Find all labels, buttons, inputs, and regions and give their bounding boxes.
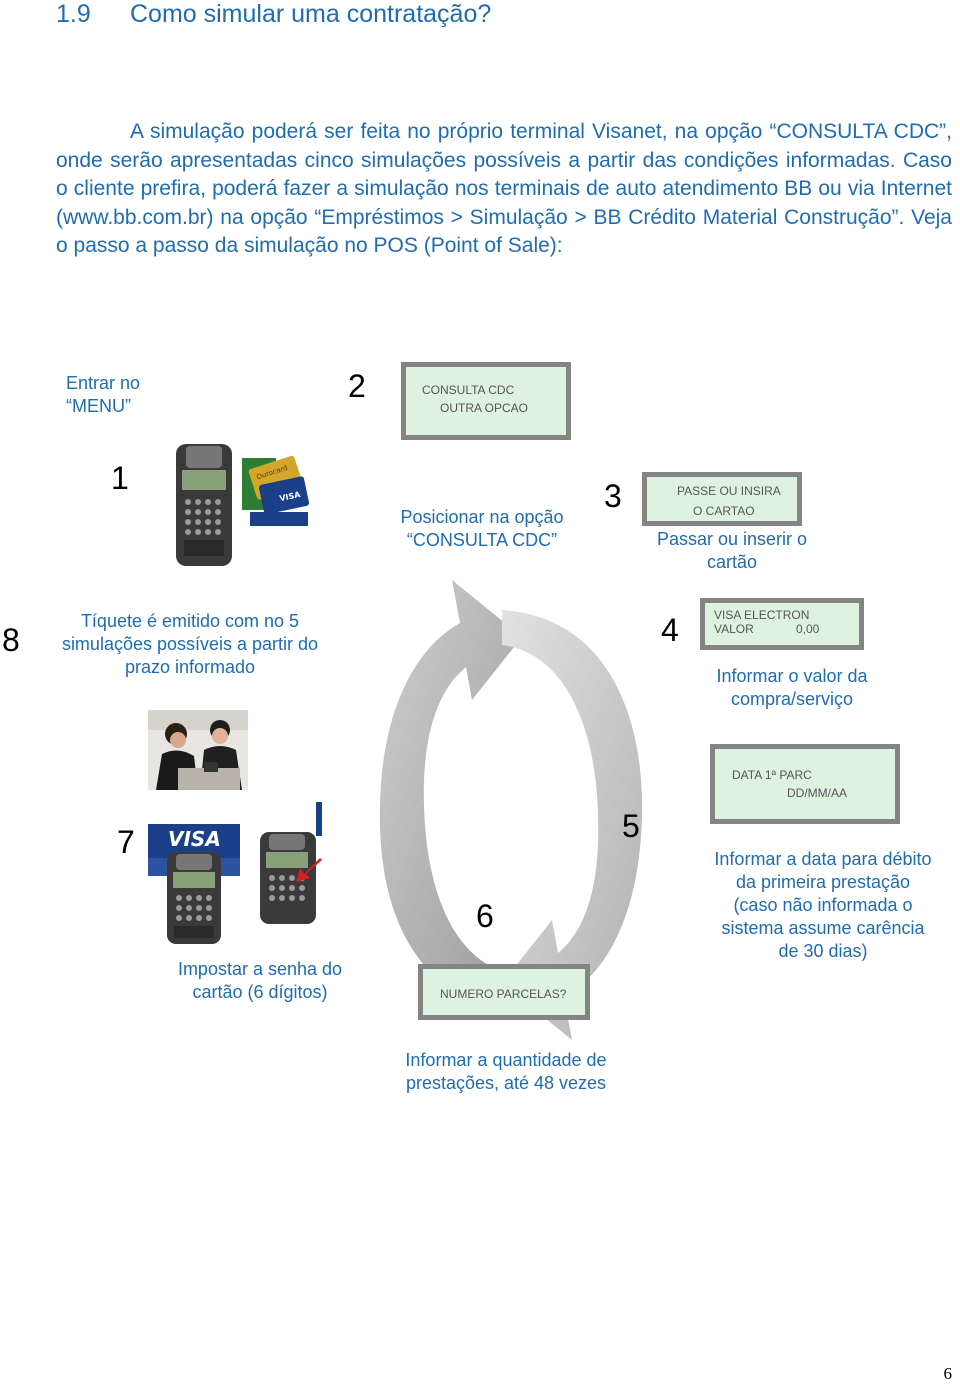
customer-service-photo	[148, 710, 248, 790]
step7-label: Impostar a senha do cartão (6 dígitos)	[177, 959, 343, 1002]
arrow-left-up	[379, 580, 522, 1010]
page-number: 6	[943, 1364, 953, 1383]
section-title: Como simular uma contratação?	[130, 0, 492, 28]
lcd-line2-left: VALOR	[714, 622, 754, 636]
lcd-line1: DATA 1ª PARC	[732, 768, 812, 782]
step2-label: Posicionar na opção “CONSULTA CDC”	[400, 507, 564, 550]
step5-label: Informar a data para débito da primeira …	[714, 849, 932, 961]
step7-number: 7	[117, 824, 135, 860]
section-heading: 1.9 Como simular uma contratação?	[56, 0, 491, 29]
step1-number: 1	[111, 460, 129, 496]
step3-number: 3	[604, 478, 622, 514]
lcd-line1: VISA ELECTRON	[714, 608, 810, 622]
arrow-right-down	[502, 610, 643, 1040]
step6-label: Informar a quantidade de prestações, até…	[405, 1050, 607, 1093]
lcd-line2: O CARTAO	[693, 504, 755, 518]
step3-label: Passar ou inserir o cartão	[656, 529, 808, 572]
step5-number: 5	[622, 808, 640, 844]
svg-text:VISA: VISA	[168, 827, 221, 851]
lcd-line2: OUTRA OPCAO	[440, 401, 529, 415]
lcd-line2-right: 0,00	[796, 622, 820, 636]
lcd-line2: DD/MM/AA	[787, 786, 847, 800]
credit-cards-image: Ourocard VISA	[236, 450, 312, 528]
step6-lcd-screen: NUMERO PARCELAS?	[418, 964, 590, 1020]
pos-terminal-image	[167, 852, 221, 944]
step2-number: 2	[348, 368, 366, 404]
lcd-line1: PASSE OU INSIRA	[677, 484, 781, 498]
step8-number: 8	[2, 622, 20, 658]
section-number: 1.9	[56, 0, 91, 28]
step1-label: Entrar no “MENU”	[66, 373, 141, 412]
step8-label: Tíquete é emitido com no 5 simulações po…	[61, 611, 319, 677]
lcd-line1: NUMERO PARCELAS?	[440, 987, 567, 1001]
pos-terminal-with-arrow-image	[258, 802, 322, 924]
step4-label: Informar o valor da compra/serviço	[716, 666, 868, 709]
svg-text:VISA: VISA	[279, 490, 302, 503]
step3-lcd-screen: PASSE OU INSIRA O CARTAO	[642, 472, 802, 526]
step4-lcd-screen: VISA ELECTRON VALOR 0,00	[700, 598, 864, 650]
lcd-line1: CONSULTA CDC	[422, 383, 515, 397]
cycle-arrows	[379, 580, 643, 1040]
intro-paragraph: A simulação poderá ser feita no próprio …	[56, 120, 952, 257]
step5-lcd-screen: DATA 1ª PARC DD/MM/AA	[710, 744, 900, 824]
pos-terminal-image	[176, 444, 232, 566]
step2-lcd-screen: CONSULTA CDC OUTRA OPCAO	[401, 362, 571, 440]
step4-number: 4	[661, 612, 679, 648]
step6-number: 6	[476, 898, 494, 934]
